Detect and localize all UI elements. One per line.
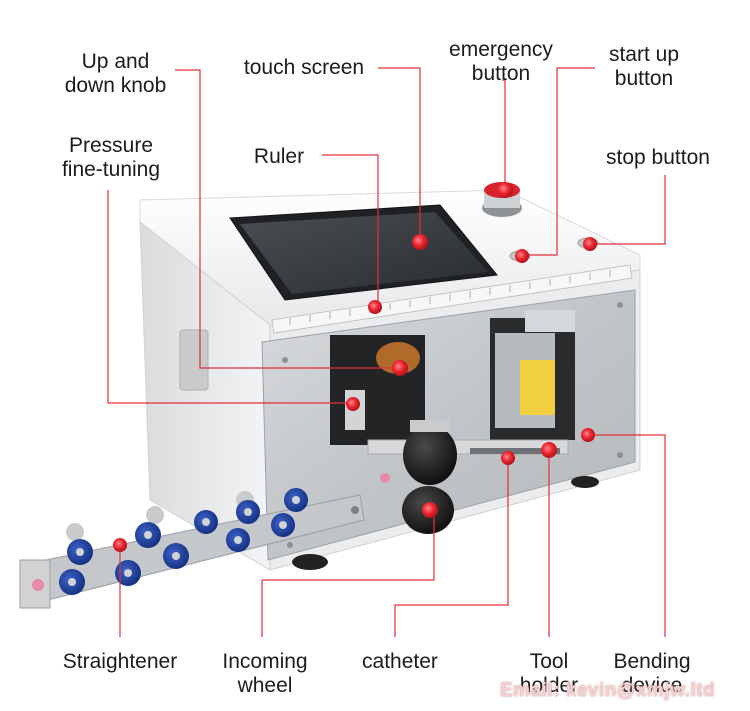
leader-stop-button: [590, 175, 666, 245]
marker-touch-screen: [412, 234, 428, 250]
leader-bending-device: [588, 434, 666, 637]
marker-start-up-button: [515, 249, 529, 263]
email-watermark: Email: kevin@xmjw.ltd: [500, 680, 716, 701]
leader-catheter: [394, 458, 509, 637]
front-panel: [261, 289, 636, 570]
marker-tool-holder: [541, 442, 557, 458]
roller-set: [59, 488, 308, 595]
label-up-down-knob: Up and down knob: [64, 50, 167, 97]
label-emergency-button: emergency button: [449, 38, 553, 85]
marker-stop-button: [583, 237, 597, 251]
label-incoming-wheel: Incoming wheel: [222, 650, 308, 697]
marker-pressure-fine-tuning: [346, 397, 360, 411]
leader-start-up-button: [522, 67, 595, 256]
marker-ruler: [368, 300, 382, 314]
leader-touch-screen: [378, 67, 421, 240]
label-stop-button: stop button: [606, 146, 710, 169]
label-catheter: catheter: [362, 650, 438, 673]
marker-incoming-wheel: [422, 502, 438, 518]
leader-incoming-wheel: [261, 510, 435, 637]
ruler-strip: [271, 264, 633, 334]
marker-emergency-button: [497, 182, 513, 198]
leader-pressure-fine-tuning: [107, 190, 353, 404]
label-pressure-fine-tuning: Pressure fine-tuning: [61, 134, 161, 181]
label-touch-screen: touch screen: [243, 56, 365, 79]
label-ruler: Ruler: [253, 145, 305, 168]
label-tool-holder: Tool holder: [519, 650, 579, 697]
leader-emergency-button: [502, 79, 506, 187]
leader-lines: [107, 67, 666, 637]
leader-up-down-knob: [175, 69, 400, 369]
marker-catheter: [501, 451, 515, 465]
label-start-up-button: start up button: [608, 43, 680, 90]
leader-ruler: [322, 154, 379, 306]
marker-bending-device: [581, 428, 595, 442]
marker-dots: [113, 182, 597, 552]
label-straightener: Straightener: [62, 650, 178, 673]
label-bending-device: Bending device: [613, 650, 691, 697]
marker-straightener: [113, 538, 127, 552]
touch-screen-device: [229, 204, 498, 301]
marker-up-down-knob: [392, 360, 408, 376]
